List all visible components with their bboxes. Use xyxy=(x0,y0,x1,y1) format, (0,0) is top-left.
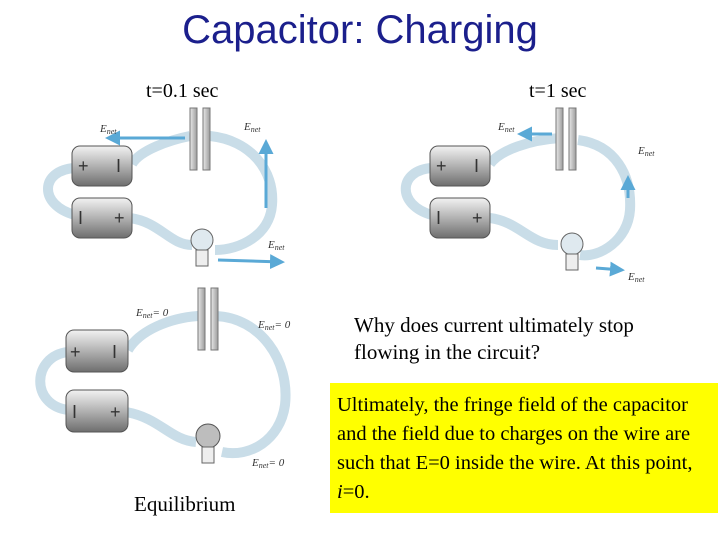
minus-sign: I xyxy=(78,208,83,228)
capacitor-plate-left xyxy=(556,108,563,170)
wire-loop-left xyxy=(48,168,75,215)
answer-box: Ultimately, the fringe field of the capa… xyxy=(330,383,718,513)
wire-top-left xyxy=(128,316,198,350)
capacitor-plate-right xyxy=(203,108,210,170)
wire-bottom xyxy=(490,218,558,245)
bulb-base xyxy=(566,254,578,270)
plus-sign: + xyxy=(436,156,447,176)
bulb-icon xyxy=(191,229,213,251)
minus-sign: I xyxy=(436,208,441,228)
bulb-base xyxy=(202,447,214,463)
wire-right xyxy=(210,136,272,250)
enet-arrow xyxy=(218,260,282,262)
wire-top-left xyxy=(132,136,190,164)
circuit-panel-t1: + I I + Enet Enet Enet xyxy=(406,108,656,284)
minus-sign: I xyxy=(116,156,121,176)
minus-sign: I xyxy=(112,342,117,362)
enet-zero-label: Enet= 0 xyxy=(135,307,169,320)
capacitor-plate-right xyxy=(211,288,218,350)
panel-label-equilibrium: Equilibrium xyxy=(134,492,236,517)
bulb-base xyxy=(196,250,208,266)
wire-bottom xyxy=(130,218,192,245)
enet-arrow xyxy=(596,268,622,270)
question-text: Why does current ultimately stop flowing… xyxy=(354,312,704,366)
circuit-panel-t01: + I I + Enet Enet Enet xyxy=(48,108,285,266)
capacitor-plate-left xyxy=(198,288,205,350)
enet-label: Enet xyxy=(243,121,261,134)
answer-suffix: =0. xyxy=(343,481,370,503)
bulb-icon xyxy=(196,424,220,448)
enet-zero-label: Enet= 0 xyxy=(257,319,291,332)
enet-label: Enet xyxy=(627,271,645,284)
plus-sign: + xyxy=(114,208,125,228)
wire-top-left xyxy=(490,138,560,164)
enet-label: Enet xyxy=(99,123,117,136)
wire-right xyxy=(578,140,630,255)
enet-label: Enet xyxy=(637,145,655,158)
capacitor-plate-right xyxy=(569,108,576,170)
answer-text: Ultimately, the fringe field of the capa… xyxy=(337,394,692,474)
plus-sign: + xyxy=(472,208,483,228)
enet-label: Enet xyxy=(267,239,285,252)
plus-sign: + xyxy=(110,402,121,422)
wire-loop-left xyxy=(406,168,432,215)
minus-sign: I xyxy=(474,156,479,176)
enet-label: Enet xyxy=(497,121,515,134)
minus-sign: I xyxy=(72,402,77,422)
capacitor-plate-left xyxy=(190,108,197,170)
plus-sign: + xyxy=(70,342,81,362)
enet-zero-label: Enet= 0 xyxy=(251,457,285,470)
bulb-icon xyxy=(561,233,583,255)
circuit-panel-equilibrium: + I I + Enet= 0 Enet= 0 Enet= 0 xyxy=(40,288,290,470)
wire-loop-left xyxy=(40,352,68,410)
wire-right xyxy=(216,316,286,453)
wire-bottom xyxy=(126,412,196,442)
plus-sign: + xyxy=(78,156,89,176)
